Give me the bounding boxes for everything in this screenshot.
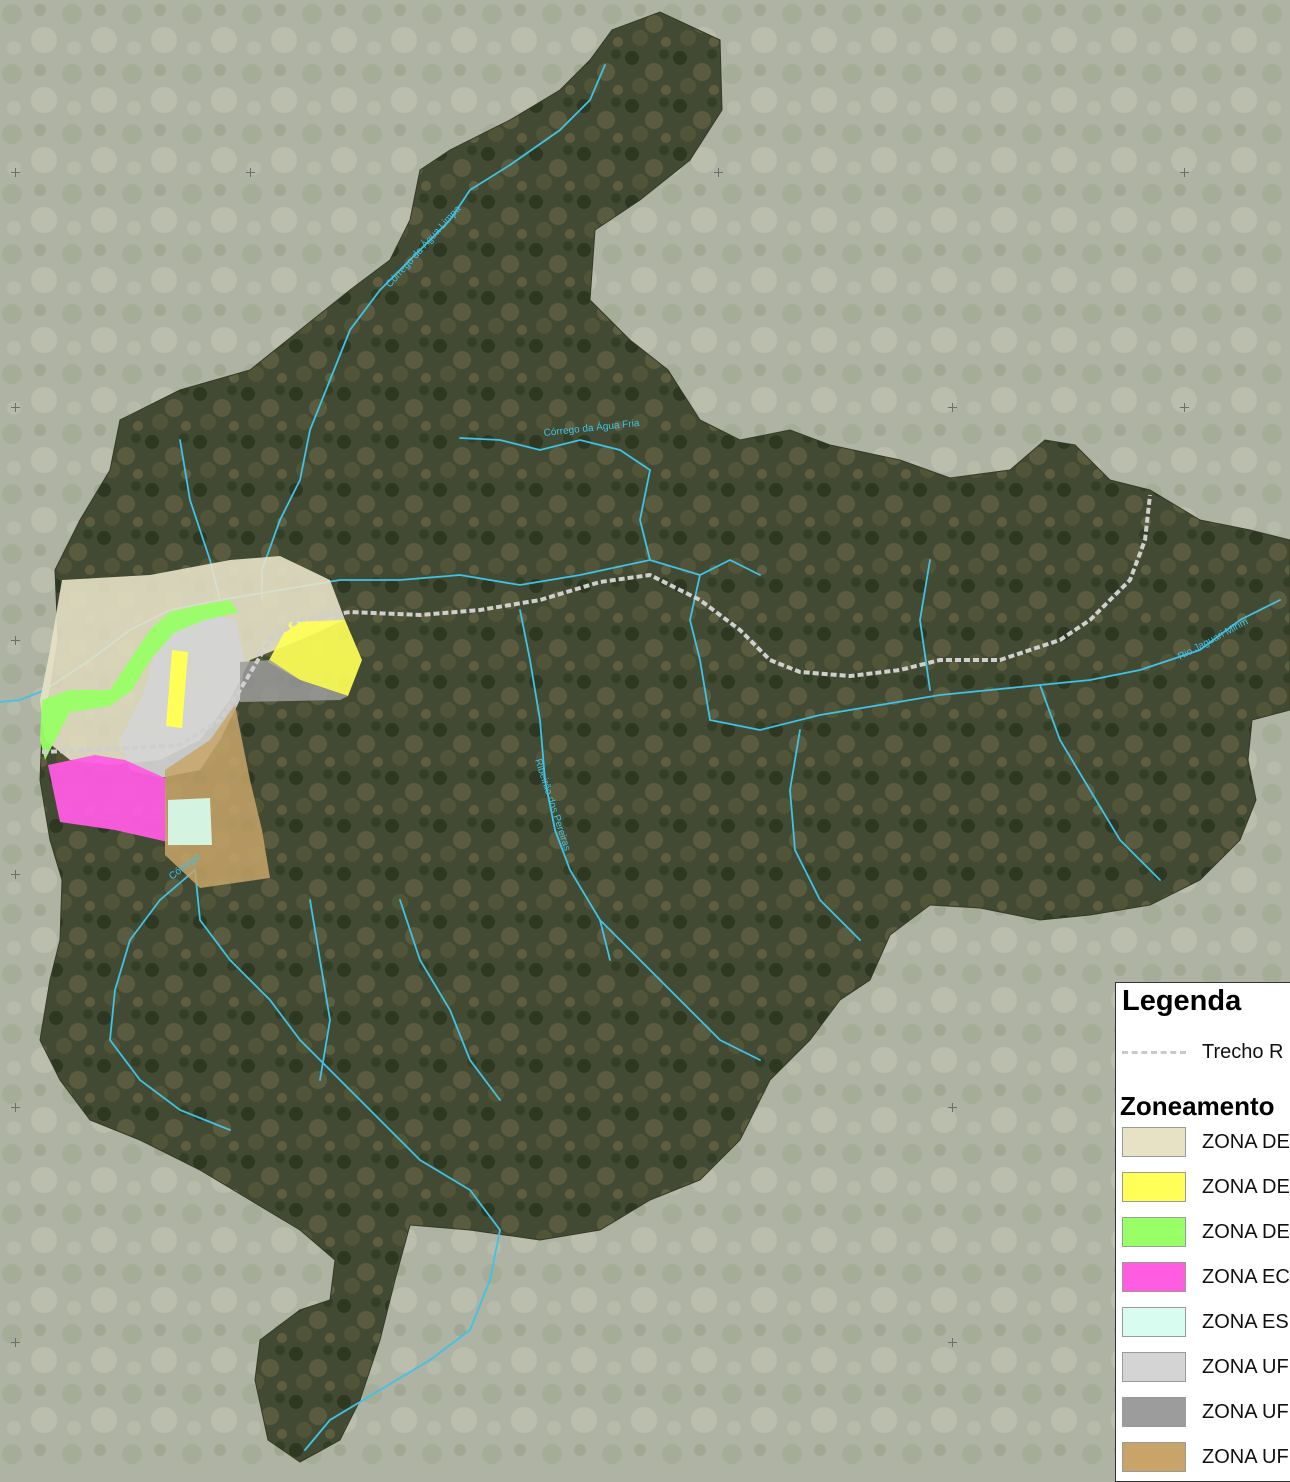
- zone-mint: [168, 798, 212, 845]
- legend-swatch: [1122, 1442, 1186, 1472]
- graticule-cross: [11, 636, 20, 645]
- zone-dark-gray: [240, 660, 348, 702]
- legend-road-label: Trecho R: [1202, 1041, 1284, 1063]
- legend-swatch: [1122, 1217, 1186, 1247]
- graticule-cross: [1180, 168, 1189, 177]
- zone-yellow: [268, 620, 362, 696]
- road-trecho: [41, 494, 1152, 754]
- dashed-line-symbol: [1122, 1051, 1186, 1054]
- legend-item: ZONA UF: [1122, 1352, 1290, 1382]
- river-trib-5: [919, 559, 931, 691]
- river-trib-3: [789, 729, 861, 941]
- legend-swatch: [1122, 1397, 1186, 1427]
- legend-item-label: ZONA DE: [1202, 1131, 1290, 1153]
- graticule-cross: [1180, 403, 1189, 412]
- graticule-cross: [948, 1103, 957, 1112]
- legend-item-label: ZONA ES: [1202, 1311, 1289, 1333]
- legend-title: Legenda: [1122, 985, 1242, 1017]
- legend-item-label: ZONA DE: [1202, 1221, 1290, 1243]
- river-trib-2: [599, 919, 761, 1061]
- zone-yellow-strip: [166, 650, 188, 728]
- graticule-cross: [714, 168, 723, 177]
- river-trib-7: [399, 899, 501, 1101]
- legend-item: ZONA DE: [1122, 1217, 1290, 1247]
- zone-green-margin: [40, 600, 238, 760]
- legend-item-label: ZONA UF: [1202, 1446, 1289, 1468]
- legend-item: ZONA UF: [1122, 1397, 1290, 1427]
- zoning-areas: [40, 556, 362, 888]
- legend-swatch: [1122, 1172, 1186, 1202]
- river-sw: [109, 869, 231, 1131]
- zone-magenta: [48, 755, 168, 842]
- legend-item-label: ZONA UF: [1202, 1356, 1289, 1378]
- legend-item: ZONA DE: [1122, 1172, 1290, 1202]
- graticule-cross: [11, 403, 20, 412]
- river-trib-1: [309, 899, 331, 1081]
- graticule-cross: [11, 870, 20, 879]
- graticule-cross: [11, 168, 20, 177]
- legend-item-label: ZONA UF: [1202, 1401, 1289, 1423]
- river-agua-fria: [459, 437, 652, 561]
- river-south: [194, 869, 501, 1451]
- river-trib-4: [1039, 684, 1161, 881]
- basin-area: [39, 11, 1290, 1463]
- river-east: [689, 574, 1281, 731]
- river-pereiras: [519, 609, 611, 961]
- legend-swatch: [1122, 1262, 1186, 1292]
- legend-swatch: [1122, 1352, 1186, 1382]
- graticule-cross: [11, 1338, 20, 1347]
- legend-section-title: Zoneamento: [1120, 1091, 1275, 1121]
- legend-item: ZONA ES: [1122, 1307, 1290, 1337]
- map-legend: Legenda Trecho R Zoneamento ZONA DE ZONA…: [1115, 982, 1290, 1482]
- legend-item: ZONA UF: [1122, 1442, 1290, 1472]
- legend-item: ZONA DE: [1122, 1127, 1290, 1157]
- graticule-cross: [948, 403, 957, 412]
- legend-item-label: ZONA EC: [1202, 1266, 1290, 1288]
- graticule-cross: [948, 1338, 957, 1347]
- legend-item: ZONA EC: [1122, 1262, 1290, 1292]
- river-north: [261, 64, 606, 601]
- legend-item-label: ZONA DE: [1202, 1176, 1290, 1198]
- legend-road-entry: Trecho R: [1122, 1041, 1290, 1067]
- graticule-cross: [11, 1103, 20, 1112]
- legend-swatch: [1122, 1127, 1186, 1157]
- legend-swatch: [1122, 1307, 1186, 1337]
- graticule-cross: [246, 168, 255, 177]
